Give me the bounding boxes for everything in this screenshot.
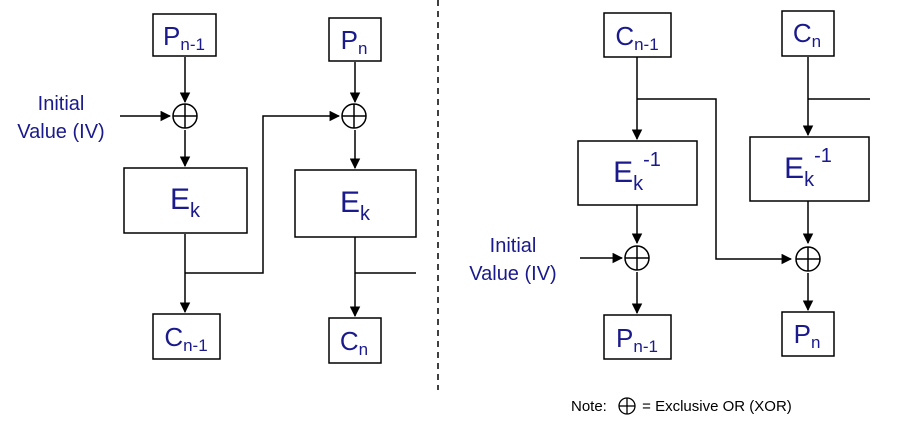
- decrypt-iv-label-line1: Initial: [490, 235, 537, 257]
- decrypt-input-block-prev: Cn-1: [603, 12, 672, 58]
- svg-text:Cn-1: Cn-1: [615, 21, 658, 54]
- svg-text:= Exclusive OR (XOR): = Exclusive OR (XOR): [638, 398, 792, 415]
- encrypt-iv-label-line2: Value (IV): [17, 121, 104, 143]
- encrypt-xor-symbol-cur: [341, 103, 367, 129]
- encrypt-connectors: [120, 57, 416, 318]
- encrypt-cipher-block-prev: Ek: [123, 167, 248, 234]
- svg-text:Cn: Cn: [793, 18, 821, 51]
- decrypt-cipher-block-prev: Ek-1: [577, 140, 698, 206]
- svg-text:Pn: Pn: [794, 319, 821, 352]
- svg-text:Ek: Ek: [340, 186, 371, 225]
- decrypt-xor-symbol-cur: [795, 246, 821, 272]
- svg-text:Ek-1: Ek-1: [784, 145, 832, 191]
- block-main-letter: P: [163, 21, 180, 51]
- xor-legend-note: Note: = Exclusive OR (XOR): [571, 397, 792, 415]
- decrypt-output-block-cur: Pn: [781, 311, 835, 357]
- svg-text:Ek-1: Ek-1: [613, 149, 661, 195]
- svg-text:Pn-1: Pn-1: [163, 21, 205, 54]
- decrypt-iv-label-line2: Value (IV): [469, 263, 556, 285]
- encrypt-xor-symbol-prev: [172, 103, 198, 129]
- decrypt-input-block-cur: Cn: [781, 10, 835, 57]
- encrypt-output-block-cur: Cn: [328, 317, 382, 364]
- encrypt-iv-label-line1: Initial: [38, 93, 85, 115]
- decrypt-xor-symbol-prev: [624, 245, 650, 271]
- encrypt-cipher-block-cur: Ek: [294, 169, 417, 238]
- svg-text:Ek: Ek: [170, 183, 201, 222]
- block-subscript: n-1: [180, 35, 205, 54]
- svg-text:Pn-1: Pn-1: [616, 323, 658, 356]
- encrypt-input-block-prev: Pn-1: [152, 13, 217, 57]
- svg-text:Cn: Cn: [340, 326, 368, 359]
- decrypt-cipher-block-cur: Ek-1: [749, 136, 870, 202]
- svg-text:Cn-1: Cn-1: [164, 322, 207, 355]
- decrypt-connectors: [580, 57, 870, 315]
- xor-legend-icon: [618, 397, 636, 415]
- svg-text:Pn: Pn: [341, 25, 368, 58]
- encrypt-input-block-cur: Pn: [328, 17, 382, 62]
- decrypt-output-block-prev: Pn-1: [603, 314, 672, 360]
- encrypt-output-block-prev: Cn-1: [152, 313, 221, 360]
- svg-text:Note:: Note:: [571, 398, 607, 415]
